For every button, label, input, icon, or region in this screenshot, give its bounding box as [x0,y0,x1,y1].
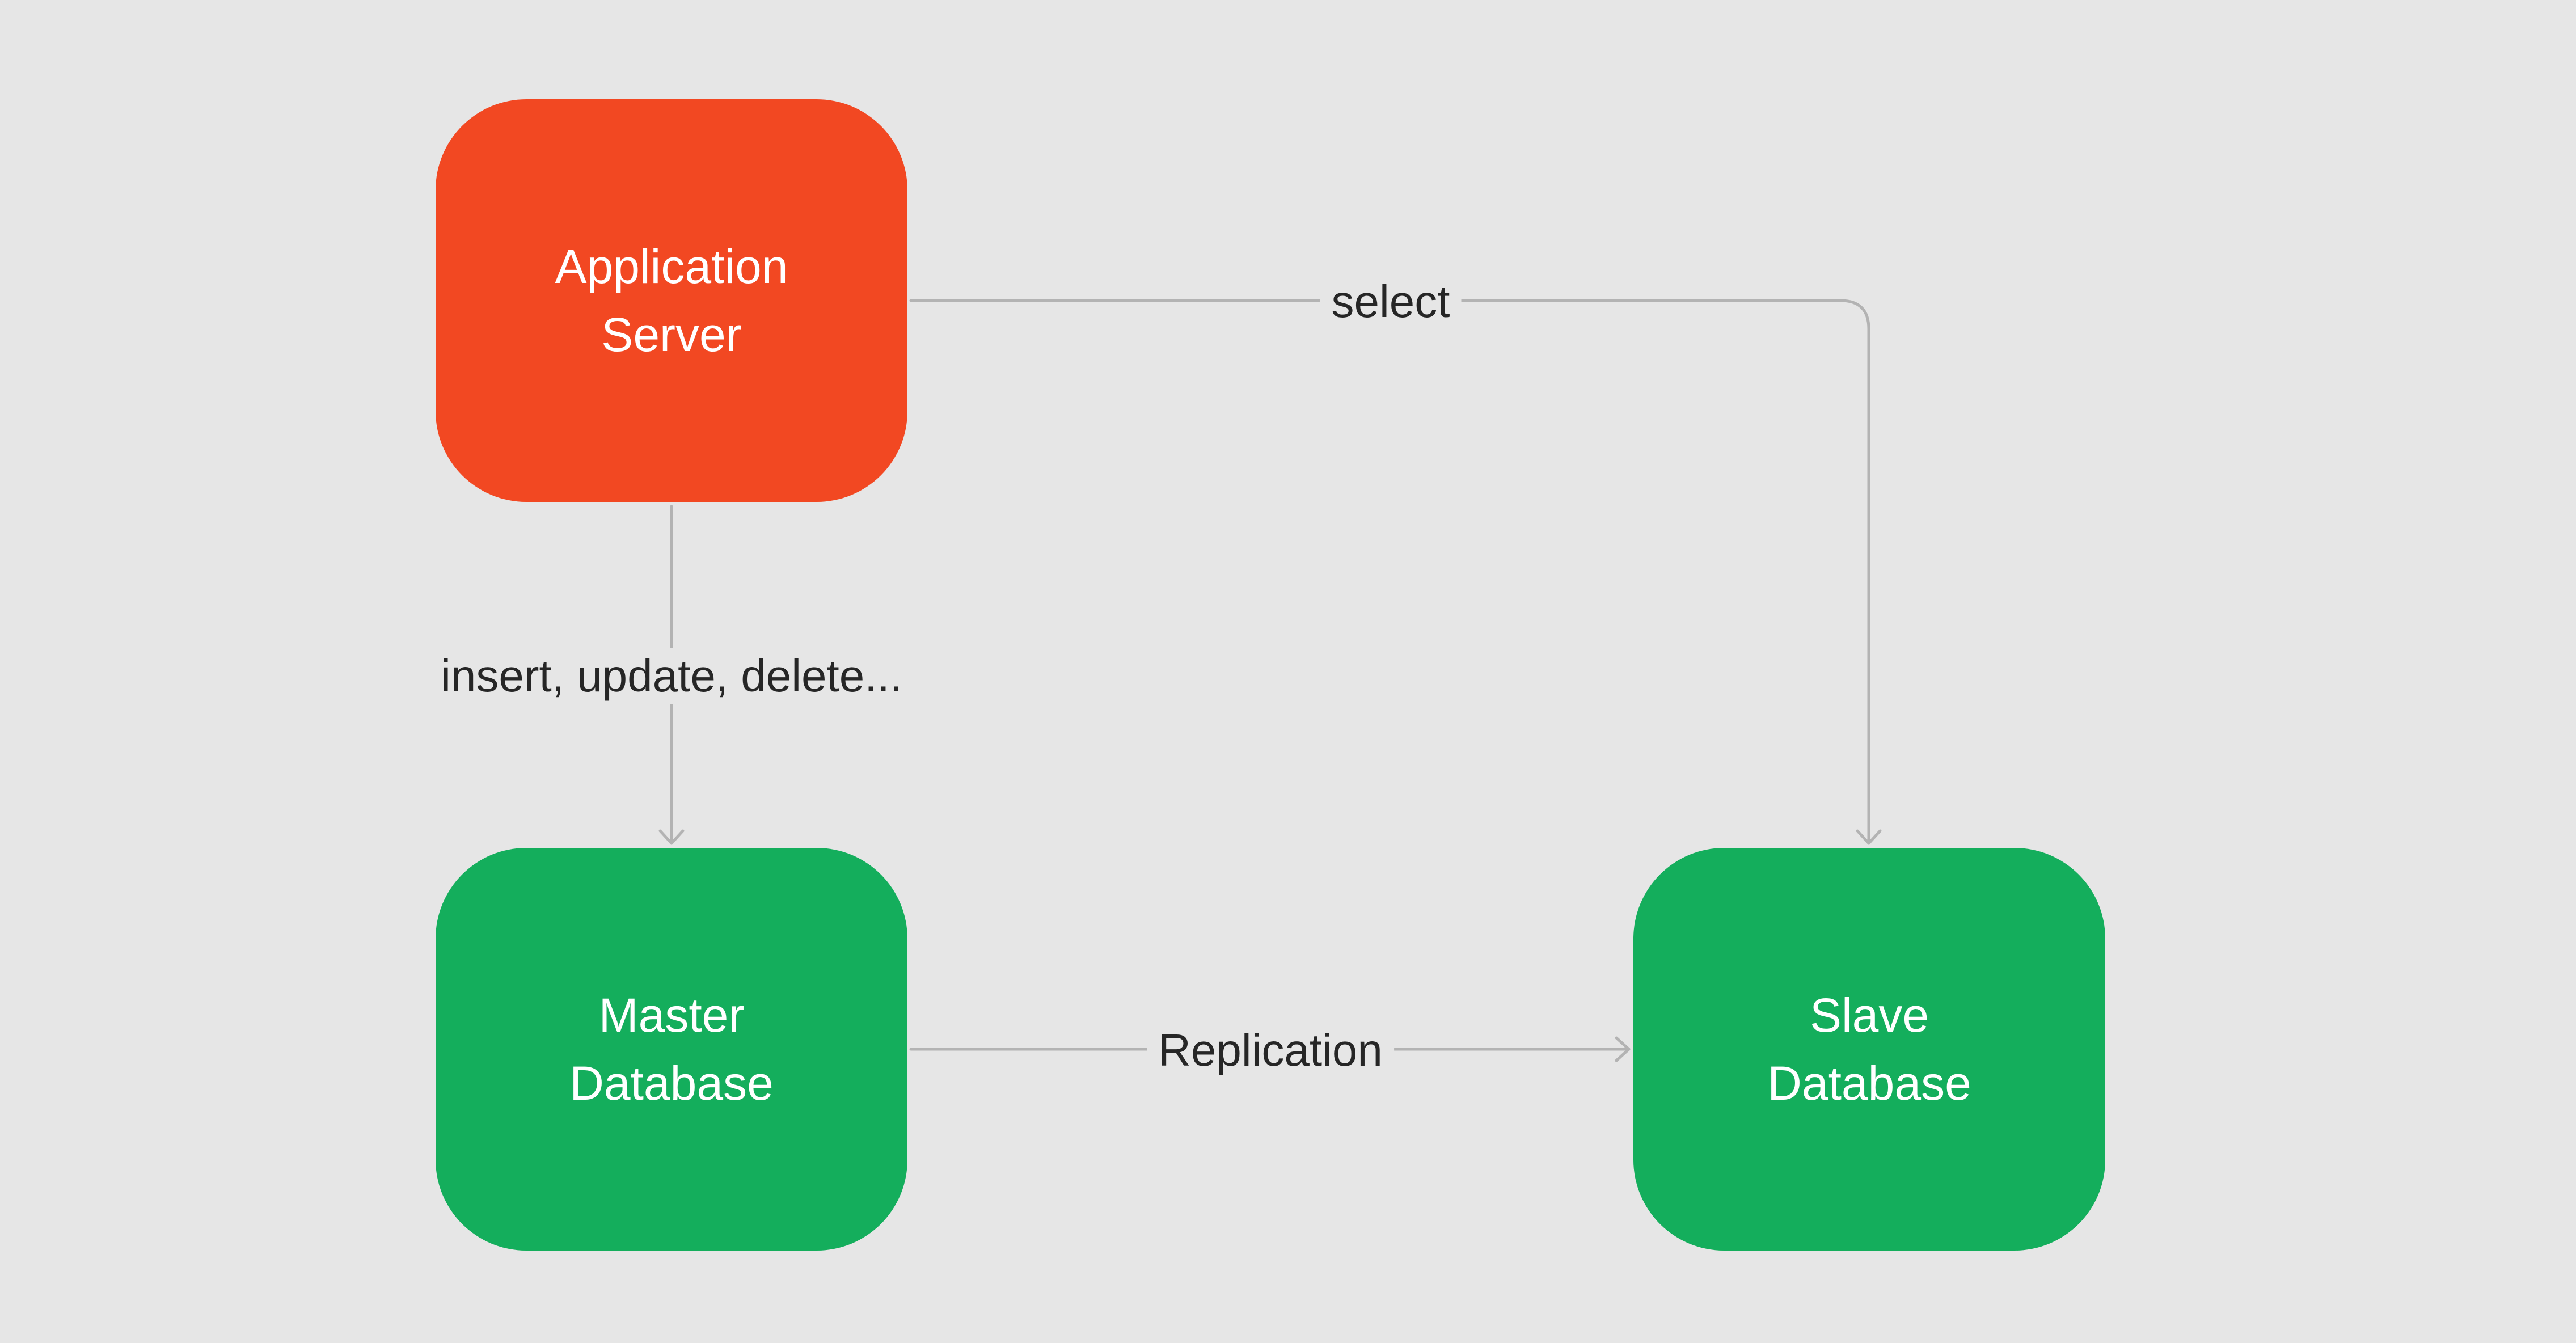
write-arrowhead [658,829,685,845]
slave-database-node[interactable]: Slave Database [1633,848,2105,1251]
select-arrowhead [1856,829,1882,845]
select-edge-label: select [1320,273,1462,330]
replication-edge-label: Replication [1147,1022,1394,1079]
application-server-node[interactable]: Application Server [436,99,907,502]
master-database-node[interactable]: Master Database [436,848,907,1251]
slave-database-label-line2: Database [1767,1057,1971,1110]
application-server-label-line1: Application [555,240,788,293]
master-database-label-line1: Master [598,989,745,1042]
select-connector [909,299,1870,845]
slave-database-label-line1: Slave [1809,989,1929,1042]
application-server-label-line2: Server [601,308,742,361]
master-database-label-line2: Database [569,1057,774,1110]
write-edge-label: insert, update, delete... [429,648,914,704]
replication-arrowhead [1615,1036,1631,1062]
